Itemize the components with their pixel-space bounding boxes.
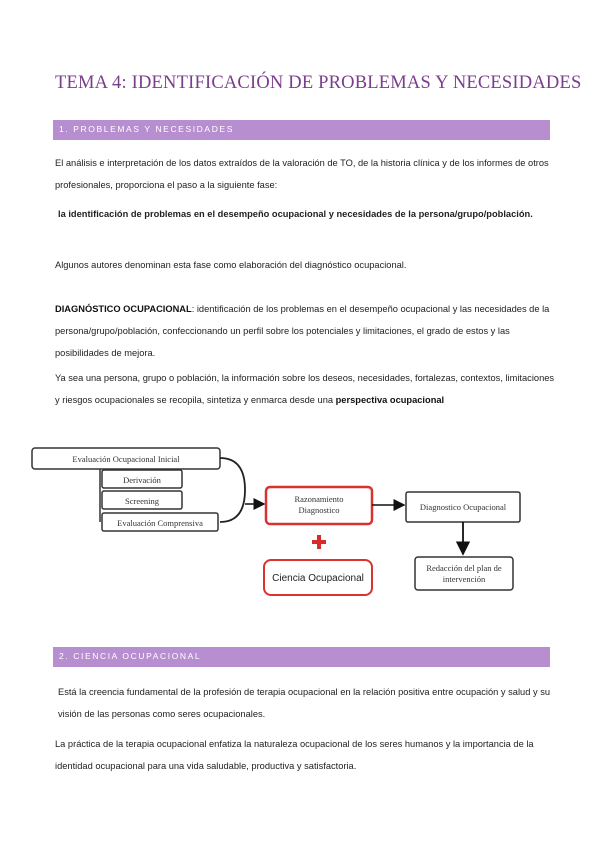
perspectiva-text: Ya sea una persona, grupo o población, l… xyxy=(55,373,555,405)
bracket-connector xyxy=(219,457,246,523)
derivacion-label: Derivación xyxy=(123,475,162,485)
paragraph-autores: Algunos autores denominan esta fase como… xyxy=(55,260,407,270)
derivacion-box: Derivación xyxy=(101,469,183,489)
evaluacion-inicial-label: Evaluación Ocupacional Inicial xyxy=(72,454,180,464)
evaluacion-comprensiva-box: Evaluación Comprensiva xyxy=(101,512,219,532)
razonamiento-label-1: Razonamiento xyxy=(294,494,343,504)
section-heading-problemas: 1. PROBLEMAS Y NECESIDADES xyxy=(53,120,550,140)
paragraph-practica: La práctica de la terapia ocupacional en… xyxy=(55,739,534,771)
term-perspectiva-ocupacional: perspectiva ocupacional xyxy=(335,395,445,405)
diagnostico-label: Diagnostico Ocupacional xyxy=(420,502,507,512)
page-title: TEMA 4: IDENTIFICACIÓN DE PROBLEMAS Y NE… xyxy=(55,73,582,93)
ciencia-box: Ciencia Ocupacional xyxy=(263,559,373,596)
section-heading-label: 2. CIENCIA OCUPACIONAL xyxy=(59,651,202,661)
definition-text: : identificación de los problemas en el … xyxy=(55,304,550,358)
section-heading-label: 1. PROBLEMAS Y NECESIDADES xyxy=(59,124,234,134)
redaccion-box: Redacción del plan de intervención xyxy=(414,556,514,591)
evaluacion-inicial-box: Evaluación Ocupacional Inicial xyxy=(31,447,221,470)
paragraph-diagnostico-definicion: DIAGNÓSTICO OCUPACIONAL: identificación … xyxy=(55,298,555,364)
razonamiento-label-2: Diagnostico xyxy=(298,505,339,515)
paragraph-intro: El análisis e interpretación de los dato… xyxy=(55,158,549,190)
paragraph-creencia: Está la creencia fundamental de la profe… xyxy=(58,687,551,719)
screening-box: Screening xyxy=(101,490,183,510)
paragraph-identificacion: la identificación de problemas en el des… xyxy=(58,209,533,219)
paragraph-perspectiva: Ya sea una persona, grupo o población, l… xyxy=(55,367,555,411)
evaluacion-comprensiva-label: Evaluación Comprensiva xyxy=(117,518,203,528)
redaccion-label-1: Redacción del plan de xyxy=(426,563,502,573)
ciencia-label: Ciencia Ocupacional xyxy=(272,573,364,584)
redaccion-label-2: intervención xyxy=(443,574,486,584)
plus-icon xyxy=(312,535,326,549)
razonamiento-box: Razonamiento Diagnostico xyxy=(264,485,374,526)
screening-label: Screening xyxy=(125,496,160,506)
term-diagnostico-ocupacional: DIAGNÓSTICO OCUPACIONAL xyxy=(55,304,192,314)
diagnostico-box: Diagnostico Ocupacional xyxy=(405,491,521,523)
section-heading-ciencia: 2. CIENCIA OCUPACIONAL xyxy=(53,647,550,667)
